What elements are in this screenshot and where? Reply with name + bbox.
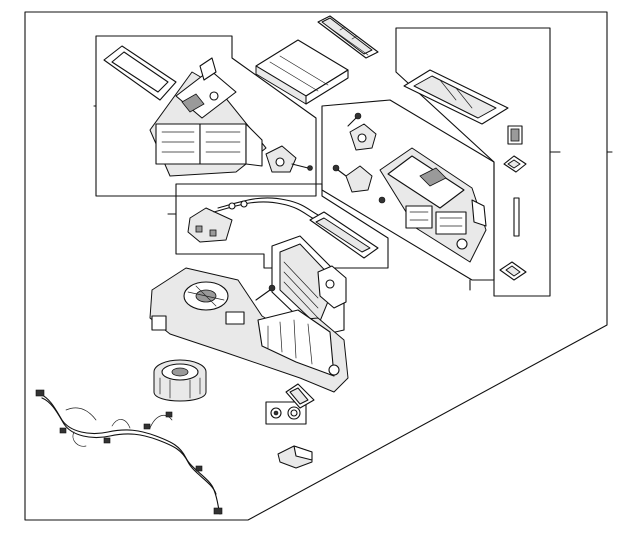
small-seal[interactable] [317,15,379,59]
outer-frame [24,11,608,521]
blower-motor[interactable] [153,359,207,402]
gasket-kit[interactable] [265,383,315,425]
upper-case-group[interactable] [93,35,317,197]
duct-connector[interactable] [277,445,313,469]
lower-case-body [379,147,487,263]
filter-seal-kit[interactable] [395,27,613,297]
wiring-harness[interactable] [35,389,223,515]
cabin-air-filter[interactable] [255,39,349,105]
upper-case-body [149,57,267,177]
lower-case-group[interactable] [321,99,495,291]
mounting-screw[interactable] [255,284,276,301]
heater-core[interactable] [271,235,347,337]
blower-case-assembly[interactable] [149,267,349,393]
filter-access-cover[interactable] [403,69,509,125]
hose-assembly-group[interactable] [167,183,389,269]
